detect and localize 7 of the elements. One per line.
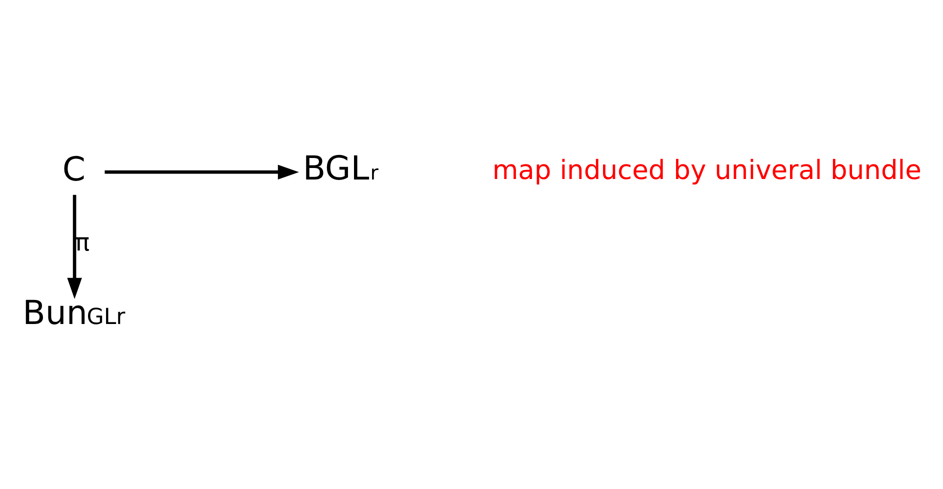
node-text: BGLr bbox=[302, 148, 378, 188]
node-text: C bbox=[62, 149, 86, 188]
arrow bbox=[66, 194, 82, 299]
arrow bbox=[104, 164, 298, 180]
label: map induced by univeral bundle bbox=[492, 154, 921, 186]
edge-label: π bbox=[74, 228, 90, 257]
node-text: BunGLr bbox=[22, 293, 125, 332]
